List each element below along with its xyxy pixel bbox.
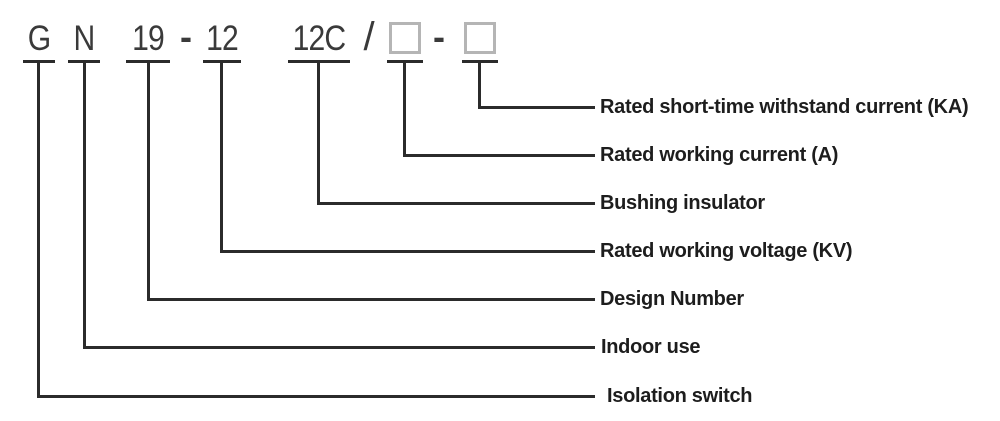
code-placeholder-box-current (389, 22, 421, 54)
code-placeholder-box-withstand (464, 22, 496, 54)
label-rated-short-time-withstand-current: Rated short-time withstand current (KA) (600, 96, 969, 118)
connector-hline (480, 106, 595, 109)
segment-underline (23, 60, 55, 63)
label-indoor-use: Indoor use (601, 336, 701, 358)
segment-underline (203, 60, 241, 63)
label-isolation-switch: Isolation switch (607, 385, 753, 407)
code-segment-12: 12 (206, 19, 239, 58)
code-separator-slash: / (363, 15, 375, 59)
connector-hline (84, 346, 595, 349)
segment-underline (387, 60, 423, 63)
connector-hline (39, 395, 595, 398)
connector-vline (478, 63, 481, 109)
label-rated-working-voltage: Rated working voltage (KV) (600, 240, 853, 262)
label-design-number: Design Number (600, 288, 744, 310)
connector-vline (317, 63, 320, 205)
code-segment-19: 19 (132, 19, 165, 58)
connector-hline (148, 298, 595, 301)
label-bushing-insulator: Bushing insulator (600, 192, 765, 214)
connector-hline (222, 250, 595, 253)
connector-vline (37, 63, 40, 398)
connector-vline (83, 63, 86, 349)
connector-hline (405, 154, 595, 157)
code-segment-12c: 12C (292, 19, 347, 58)
connector-hline (319, 202, 595, 205)
label-rated-working-current: Rated working current (A) (600, 144, 839, 166)
connector-vline (220, 63, 223, 253)
segment-underline (68, 60, 100, 63)
segment-underline (462, 60, 498, 63)
code-segment-g: G (27, 19, 51, 58)
code-separator-dash: - (433, 16, 445, 57)
code-separator-dash: - (180, 16, 192, 57)
code-segment-n: N (73, 19, 96, 58)
connector-vline (147, 63, 150, 301)
segment-underline (126, 60, 170, 63)
segment-underline (288, 60, 350, 63)
connector-vline (403, 63, 406, 157)
